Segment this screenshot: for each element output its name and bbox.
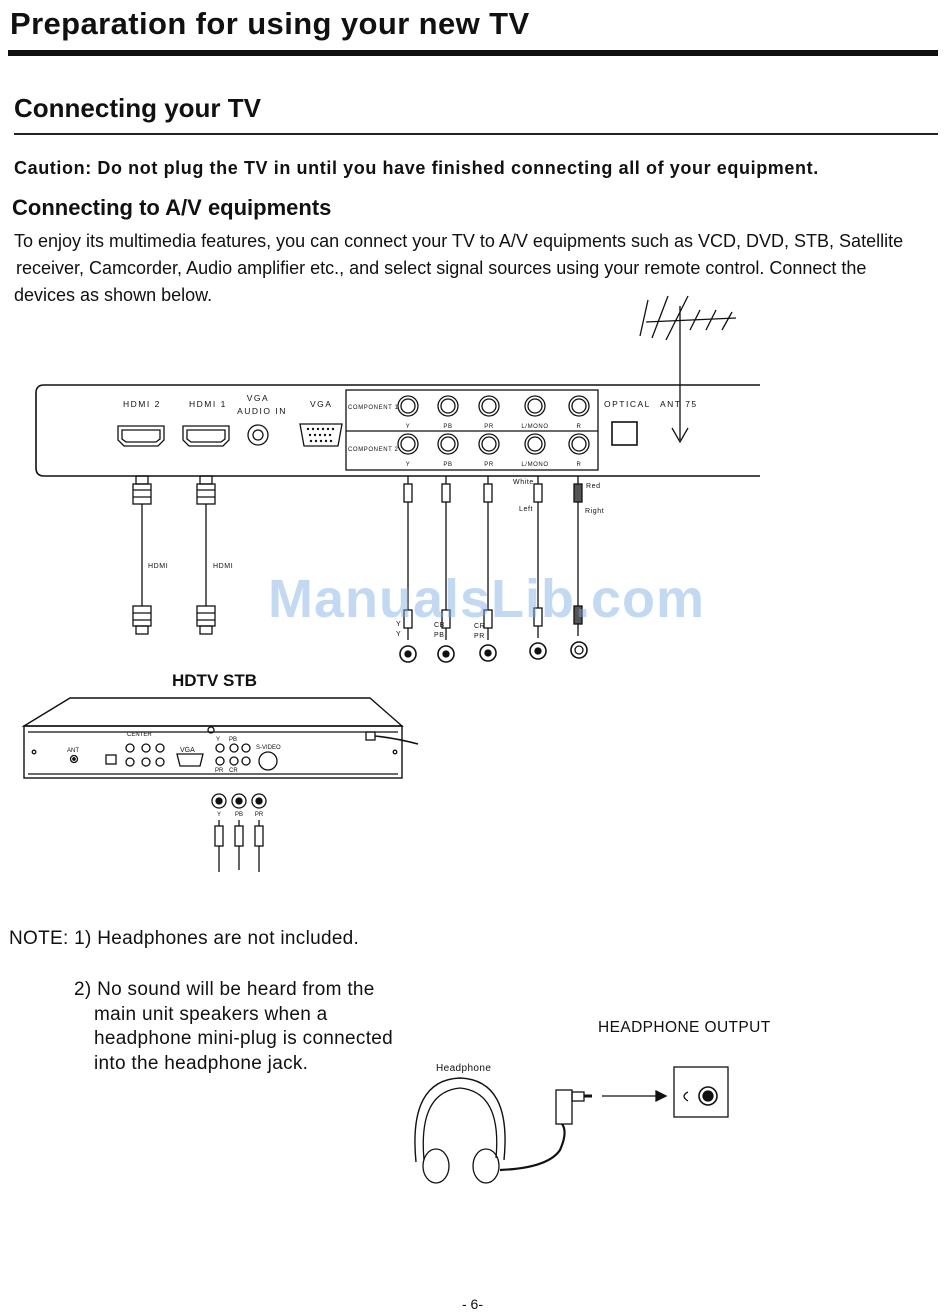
headphone-label: Headphone bbox=[436, 1063, 492, 1074]
hdmi1-label: HDMI 1 bbox=[189, 399, 227, 409]
stb-vga-label: VGA bbox=[180, 747, 195, 754]
headphone-jack-icon bbox=[673, 1066, 729, 1118]
note-2-line: 2) No sound will be heard from the bbox=[74, 979, 375, 1000]
component2-label: COMPONENT 2 bbox=[348, 447, 399, 453]
jack-label: PR bbox=[484, 462, 494, 468]
intro-line: receiver, Camcorder, Audio amplifier etc… bbox=[16, 258, 867, 278]
vga-audio-label: VGA bbox=[247, 393, 269, 403]
y-label: Y bbox=[396, 621, 401, 628]
cr-label: CR bbox=[474, 623, 485, 630]
y-label: Y bbox=[396, 631, 401, 638]
jack-label: PB bbox=[443, 462, 452, 468]
antenna-icon bbox=[639, 295, 737, 444]
hdmi-cable-label: HDMI bbox=[148, 563, 168, 570]
page-number: - 6- bbox=[462, 1296, 483, 1312]
stb-component-jacks bbox=[211, 793, 267, 872]
page-title: Preparation for using your new TV bbox=[10, 6, 530, 41]
component-jacks bbox=[397, 395, 590, 455]
vga-audio-label: AUDIO IN bbox=[237, 406, 287, 416]
stb-center-label: CENTER bbox=[127, 732, 152, 738]
stb-jack-label: PR bbox=[255, 812, 264, 818]
right-label: Right bbox=[585, 508, 604, 515]
cb-label: CB bbox=[434, 622, 445, 629]
rca-cables bbox=[399, 476, 588, 663]
watermark: ManualsLib.com bbox=[268, 569, 706, 629]
left-label: Left bbox=[519, 506, 533, 513]
component1-label: COMPONENT 1 bbox=[348, 405, 399, 411]
jack-label: R bbox=[577, 462, 582, 468]
vga-port bbox=[299, 423, 343, 447]
stb-cr-label: CR bbox=[229, 768, 238, 774]
hdmi2-label: HDMI 2 bbox=[123, 399, 161, 409]
stb-pr-label: PR bbox=[215, 768, 224, 774]
jack-label: Y bbox=[406, 462, 411, 468]
ant-label: ANT 75 bbox=[660, 399, 698, 409]
jack-label: Y bbox=[406, 424, 411, 430]
vga-label: VGA bbox=[310, 399, 332, 409]
white-label: White bbox=[513, 479, 534, 486]
stb-y-label: Y bbox=[216, 737, 220, 743]
hdmi-cable-a bbox=[132, 475, 152, 635]
intro-line: To enjoy its multimedia features, you ca… bbox=[14, 231, 904, 251]
hdmi1-port bbox=[182, 425, 230, 447]
intro-paragraph: To enjoy its multimedia features, you ca… bbox=[14, 228, 914, 309]
headphone-output-label: HEADPHONE OUTPUT bbox=[598, 1019, 771, 1036]
section-rule bbox=[14, 133, 938, 135]
hdmi2-port bbox=[117, 425, 165, 447]
optical-port bbox=[611, 421, 638, 446]
stb-pb-label: PB bbox=[229, 737, 237, 743]
jack-label: PR bbox=[484, 424, 494, 430]
headphone-icon bbox=[414, 1077, 668, 1184]
red-label: Red bbox=[586, 483, 601, 490]
tv-back-panel bbox=[35, 384, 760, 477]
jack-label: PB bbox=[443, 424, 452, 430]
note-2-line: headphone mini-plug is connected bbox=[94, 1028, 394, 1049]
optical-label: OPTICAL bbox=[604, 399, 651, 409]
stb-jack-label: PB bbox=[235, 812, 243, 818]
jack-label: R bbox=[577, 424, 582, 430]
hdmi-cable-b bbox=[196, 475, 216, 635]
component-block bbox=[345, 389, 599, 471]
stb-title: HDTV STB bbox=[172, 671, 257, 690]
jack-label: L/MONO bbox=[521, 462, 548, 468]
note-2-line: main unit speakers when a bbox=[94, 1003, 328, 1025]
pb-label: PB bbox=[434, 632, 445, 639]
note-2: 2) No sound will be heard from the main … bbox=[74, 978, 404, 1076]
caution-text: Caution: Do not plug the TV in until you… bbox=[14, 158, 819, 178]
pr-label: PR bbox=[474, 633, 485, 640]
note-2-line: into the headphone jack. bbox=[94, 1052, 309, 1074]
subsection-title: Connecting to A/V equipments bbox=[12, 195, 332, 220]
vga-audio-port bbox=[247, 424, 269, 446]
stb-svideo-label: S-VIDEO bbox=[256, 745, 281, 751]
jack-label: L/MONO bbox=[521, 424, 548, 430]
stb-ant-label: ANT bbox=[67, 748, 79, 754]
intro-line: devices as shown below. bbox=[14, 285, 213, 305]
stb-device bbox=[21, 697, 419, 779]
note-1: NOTE: 1) Headphones are not included. bbox=[9, 928, 360, 949]
stb-jack-label: Y bbox=[217, 812, 221, 818]
title-rule bbox=[8, 50, 938, 56]
section-title: Connecting your TV bbox=[14, 93, 261, 123]
hdmi-cable-label: HDMI bbox=[213, 563, 233, 570]
